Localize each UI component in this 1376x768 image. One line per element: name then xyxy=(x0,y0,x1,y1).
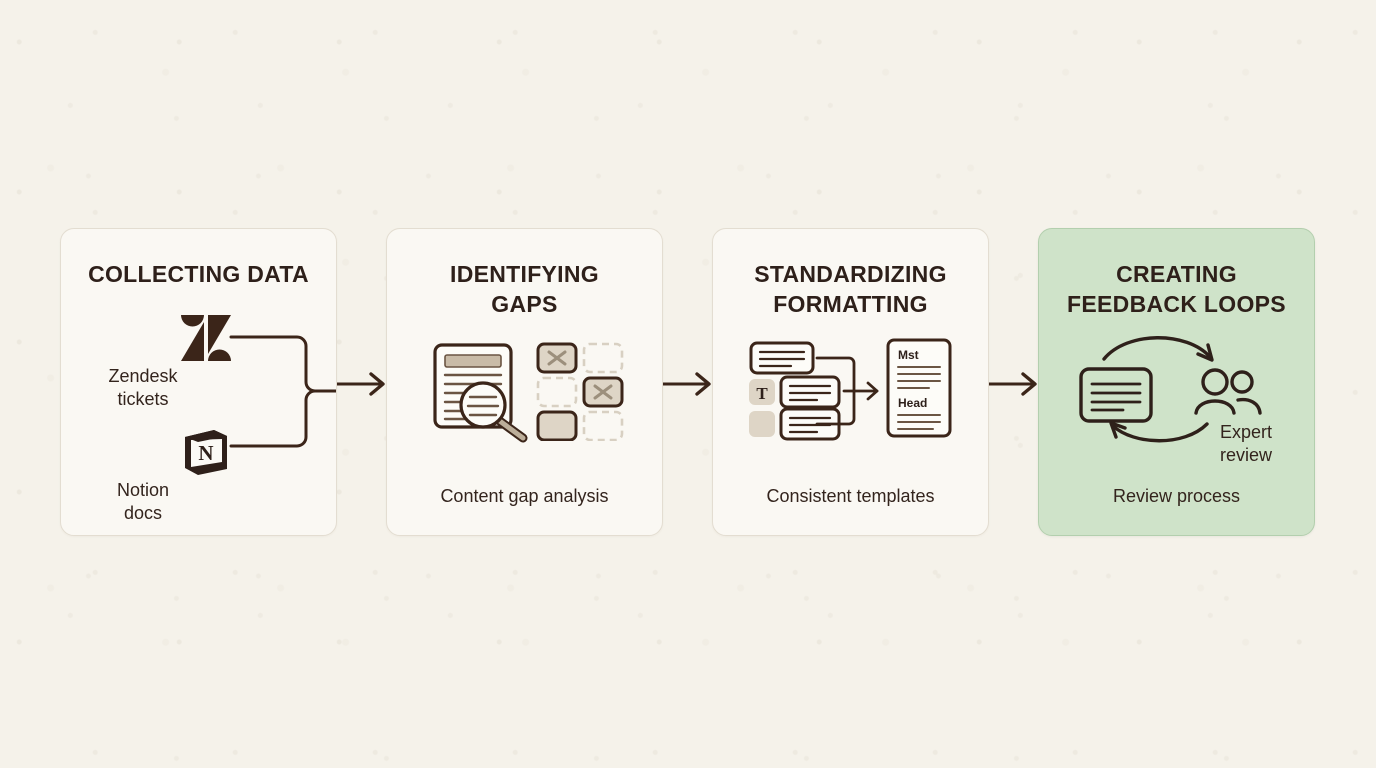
step-title: STANDARDIZING FORMATTING xyxy=(754,261,947,318)
step-title: COLLECTING DATA xyxy=(88,261,309,287)
step-title: CREATING FEEDBACK LOOPS xyxy=(1067,261,1286,318)
step-card-identifying-gaps[interactable]: IDENTIFYING GAPS xyxy=(386,228,663,536)
svg-text:Head: Head xyxy=(898,396,927,410)
svg-text:T: T xyxy=(756,384,768,403)
content-blocks-icon: T xyxy=(749,341,881,441)
connector-arrow-2-3 xyxy=(663,368,713,400)
document-magnifier-icon xyxy=(431,339,537,444)
gap-grid-icon xyxy=(535,341,625,442)
source-label-notion: Notion docs xyxy=(116,480,170,524)
connector-arrow-1-2 xyxy=(337,368,387,400)
step-caption: Review process xyxy=(1112,486,1241,506)
feedback-cycle-icon xyxy=(1071,329,1271,445)
step-card-collecting-data[interactable]: COLLECTING DATA Zendesk tickets N Notion… xyxy=(60,228,338,536)
connector-arrow-3-4 xyxy=(989,368,1039,400)
source-merge-bracket xyxy=(171,329,338,454)
zendesk-logo-icon xyxy=(180,313,232,363)
source-label-zendesk: Zendesk tickets xyxy=(108,366,178,410)
cycle-label-expert-review: Expert review xyxy=(1219,422,1273,466)
step-caption: Consistent templates xyxy=(766,486,935,506)
svg-text:N: N xyxy=(198,441,213,465)
template-document-icon: Mst Head xyxy=(885,337,955,439)
step-caption: Content gap analysis xyxy=(440,486,609,506)
step-card-standardizing-formatting[interactable]: STANDARDIZING FORMATTING T xyxy=(712,228,989,536)
step-card-creating-feedback-loops[interactable]: CREATING FEEDBACK LOOPS xyxy=(1038,228,1315,536)
notion-logo-icon: N xyxy=(182,427,230,477)
step-title: IDENTIFYING GAPS xyxy=(450,261,599,318)
svg-text:Mst: Mst xyxy=(898,348,919,362)
